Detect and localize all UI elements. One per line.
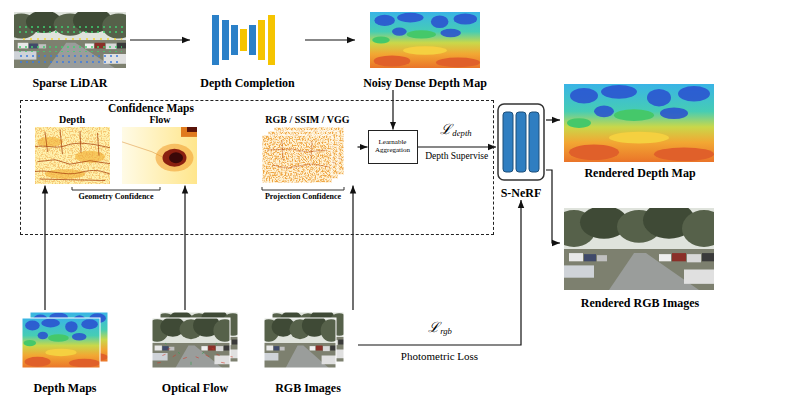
bracket-label: Projection Confidence [265,192,341,202]
connector-arrow [392,90,393,130]
network-icon [212,15,275,65]
confidence-map: RGB / SSIM / VGG [258,114,358,186]
node-label: S-NeRF [501,186,542,200]
node-label: Depth Maps [33,381,96,395]
node-label: Depth Completion [200,76,294,90]
node-label: Noisy Dense Depth Map [363,76,487,90]
connector-arrow [358,146,368,147]
depth-image [370,12,480,68]
node-label: Depth [59,114,85,126]
confidence-map: Flow [118,114,203,186]
connector-arrow [418,146,497,147]
output-image: Rendered Depth Map [560,80,720,180]
output-image: Noisy Dense Depth Map [355,10,495,90]
input-image: Sparse LiDAR [10,10,130,90]
bracket [262,187,344,190]
node-label: Sparse LiDAR [32,76,107,90]
node-label: Learnable Aggregation [371,139,415,154]
confidence-map: Depth [30,114,115,186]
depth-image [564,84,714,162]
loss-symbol: ℒrgb [428,320,452,337]
output-image: Rendered RGB Images [560,205,720,310]
input-image: Depth Maps [15,310,115,395]
node-label: Rendered RGB Images [581,296,699,310]
process-box: Learnable Aggregation [368,130,418,164]
node-label: Rendered Depth Map [584,166,695,180]
confidence-image [122,127,197,184]
rgb-stack [258,308,350,368]
rgb-image [552,202,726,290]
connector-arrow [358,200,521,345]
network-block: Depth Completion [190,10,305,90]
connector-arrow [44,186,45,311]
depth-stack [22,312,108,368]
connector-arrow [184,186,185,311]
bracket-label: Geometry Confidence [79,192,154,202]
input-image: Optical Flow [145,310,245,395]
connector-arrow [130,39,190,40]
group-box: Confidence MapsDepthFlowRGB / SSIM / VGG… [20,100,494,235]
connector-arrow [546,170,560,243]
flow-stack [146,308,244,368]
connector-arrow [546,119,560,120]
network-block: S-NeRF [496,100,546,200]
edge-label: Photometric Loss [399,350,480,363]
edge-label: Depth Supervise [423,151,490,162]
node-label: Optical Flow [162,381,228,395]
input-image: RGB Images [258,310,358,395]
node-label: Flow [149,114,170,126]
loss-symbol: ℒdepth [440,122,471,139]
connector-arrow [305,39,355,40]
node-label: RGB / SSIM / VGG [265,114,349,126]
node-label: RGB Images [275,381,341,395]
network-icon [498,104,544,180]
connector-arrow [352,186,353,311]
confidence-stack [262,127,344,183]
lidar-image [5,8,135,68]
bracket [72,187,160,190]
confidence-image [35,127,110,184]
